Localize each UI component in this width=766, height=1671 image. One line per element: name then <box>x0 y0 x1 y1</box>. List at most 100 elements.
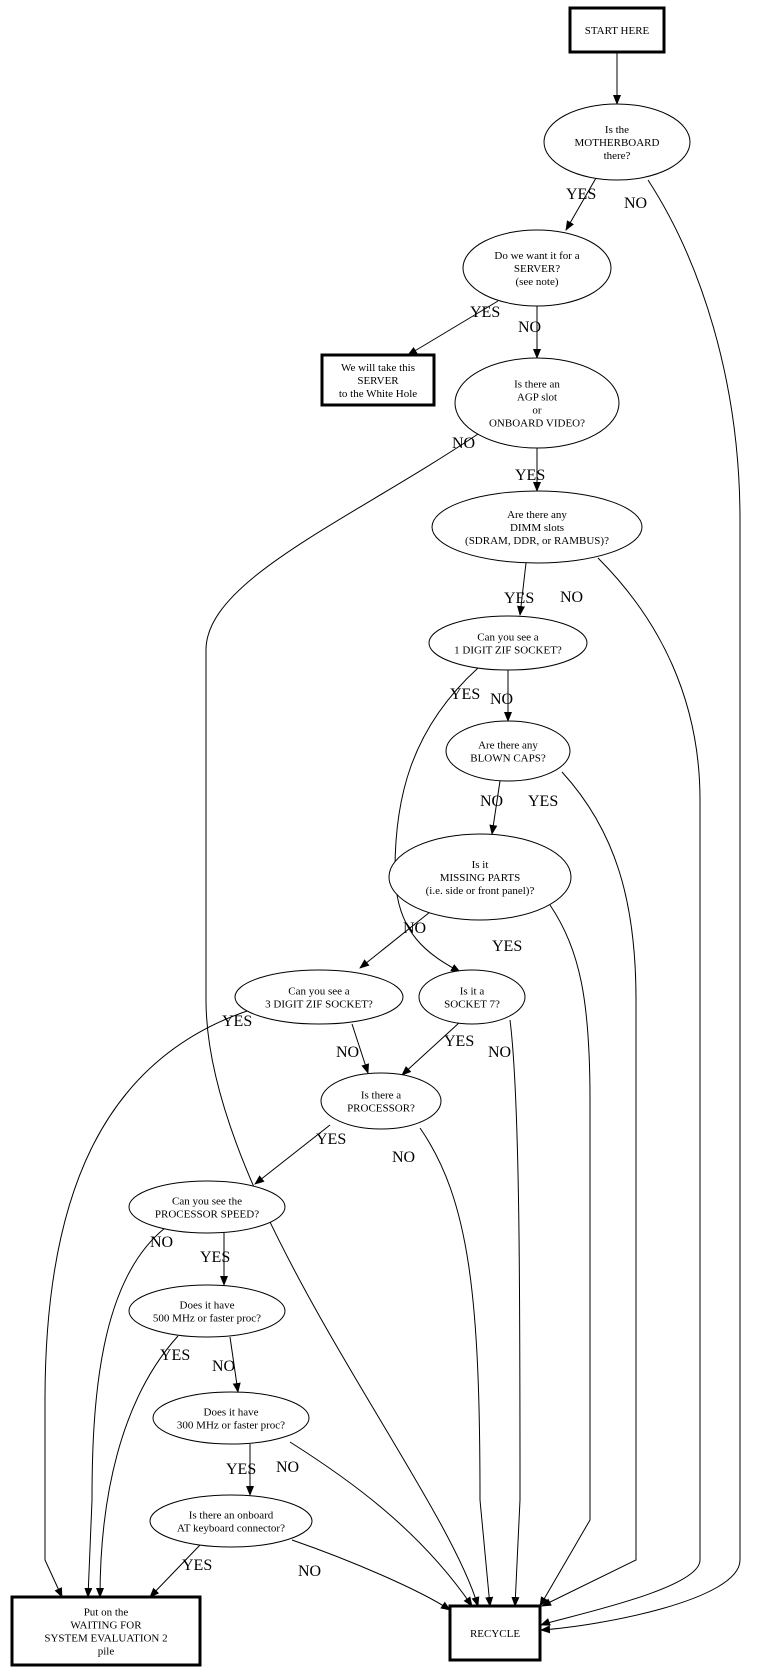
node-mhz500-text: Does it have <box>180 1300 235 1312</box>
edge-blown-to-missing <box>489 780 501 835</box>
node-mhz300-text: Does it have <box>204 1407 259 1419</box>
edge-label-no: NO <box>452 435 475 452</box>
edge-label-yes: YES <box>492 938 522 955</box>
edge-label-no: NO <box>298 1563 321 1580</box>
edge-processor-to-speed <box>254 1124 331 1185</box>
node-zif3: Can you see a3 DIGIT ZIF SOCKET? <box>234 969 404 1025</box>
node-start: START HERE <box>568 6 666 54</box>
edge-missing-to-recycle <box>539 904 591 1607</box>
edge-dimm-to-zif1 <box>517 562 527 616</box>
node-motherboard-text: Is the <box>605 124 629 136</box>
node-recycle: RECYCLE <box>448 1604 542 1662</box>
edge-label-yes: YES <box>316 1131 346 1148</box>
edge-label-yes: YES <box>504 590 534 607</box>
edge-blown-to-recycle <box>541 771 637 1607</box>
node-missing-ellipse <box>388 833 572 921</box>
node-whitehole-box <box>320 353 436 407</box>
node-dimm-text: DIMM slots <box>510 522 564 534</box>
node-agp-text: ONBOARD VIDEO? <box>489 418 585 430</box>
edge-zif1-to-socket7 <box>394 667 479 973</box>
edge-socket7-to-recycle <box>509 1019 521 1607</box>
node-zif3-ellipse <box>234 969 404 1025</box>
node-blown-text: BLOWN CAPS? <box>470 753 546 765</box>
node-waiting-text: Put on the <box>84 1607 129 1619</box>
node-dimm-text: Are there any <box>507 509 567 521</box>
edge-label-no: NO <box>403 920 426 937</box>
node-server-text: Do we want it for a <box>494 250 579 262</box>
edge-label-no: NO <box>624 195 647 212</box>
edges <box>44 52 741 1634</box>
node-server-text: (see note) <box>515 276 558 288</box>
edge-label-no: NO <box>336 1044 359 1061</box>
edge-label-no: NO <box>488 1044 511 1061</box>
edge-label-yes: YES <box>222 1013 252 1030</box>
edge-keyboard-to-waiting <box>149 1544 201 1598</box>
node-start-box <box>568 6 666 54</box>
edge-zif3-to-processor <box>351 1023 370 1074</box>
node-keyboard-ellipse <box>149 1494 313 1548</box>
node-missing-text: Is it <box>472 859 489 871</box>
edge-label-yes: YES <box>470 304 500 321</box>
node-blown-text: Are there any <box>478 740 538 752</box>
node-keyboard-text: AT keyboard connector? <box>177 1523 285 1535</box>
edge-server-to-whitehole <box>407 300 499 356</box>
node-socket7-text: Is it a <box>460 986 485 998</box>
node-server-text: SERVER? <box>514 263 560 275</box>
node-whitehole-text: SERVER <box>357 375 399 387</box>
node-motherboard-ellipse <box>543 103 691 181</box>
edge-label-no: NO <box>480 793 503 810</box>
node-whitehole-text: to the White Hole <box>339 388 417 400</box>
node-waiting-text: SYSTEM EVALUATION 2 <box>44 1633 167 1645</box>
edge-label-no: NO <box>560 589 583 606</box>
node-agp-ellipse <box>454 357 620 449</box>
edge-label-no: NO <box>150 1234 173 1251</box>
node-zif3-text: 3 DIGIT ZIF SOCKET? <box>265 999 373 1011</box>
node-agp-text: AGP slot <box>517 392 557 404</box>
node-zif1-text: 1 DIGIT ZIF SOCKET? <box>454 645 562 657</box>
node-processor-text: PROCESSOR? <box>347 1103 415 1115</box>
edge-label-yes: YES <box>160 1347 190 1364</box>
node-zif1-text: Can you see a <box>477 632 539 644</box>
node-server-ellipse <box>462 229 612 307</box>
node-processor-text: Is there a <box>361 1090 401 1102</box>
node-zif1: Can you see a1 DIGIT ZIF SOCKET? <box>428 615 588 671</box>
edge-label-no: NO <box>518 319 541 336</box>
edge-label-no: NO <box>276 1459 299 1476</box>
edge-label-no: NO <box>490 691 513 708</box>
edge-missing-to-zif3 <box>359 911 431 969</box>
node-zif1-ellipse <box>428 615 588 671</box>
edge-keyboard-to-recycle <box>291 1539 451 1611</box>
node-motherboard-text: there? <box>604 150 631 162</box>
node-zif3-text: Can you see a <box>288 986 350 998</box>
edge-label-yes: YES <box>450 686 480 703</box>
node-speed-text: Can you see the <box>172 1196 242 1208</box>
edge-label-yes: YES <box>200 1249 230 1266</box>
node-recycle-box <box>448 1604 542 1662</box>
node-socket7-text: SOCKET 7? <box>444 999 500 1011</box>
edge-mhz500-to-waiting <box>96 1335 179 1598</box>
edge-speed-to-waiting <box>84 1227 166 1598</box>
edge-label-yes: YES <box>182 1557 212 1574</box>
node-dimm-ellipse <box>431 490 643 564</box>
edge-labels: YES NO YES NO NO YES NO YES YES NO YES NO NO YES YES NO… <box>150 186 647 1580</box>
node-mhz500-ellipse <box>128 1284 286 1338</box>
node-blown-ellipse <box>445 720 571 782</box>
edge-agp-to-recycle <box>205 433 480 1607</box>
node-start-text: START HERE <box>585 25 650 37</box>
node-speed-ellipse <box>128 1180 286 1234</box>
node-agp-text: Is there an <box>514 379 560 391</box>
node-mhz300-text: 300 MHz or faster proc? <box>177 1420 285 1432</box>
edge-label-yes: YES <box>528 793 558 810</box>
edge-label-yes: YES <box>444 1033 474 1050</box>
